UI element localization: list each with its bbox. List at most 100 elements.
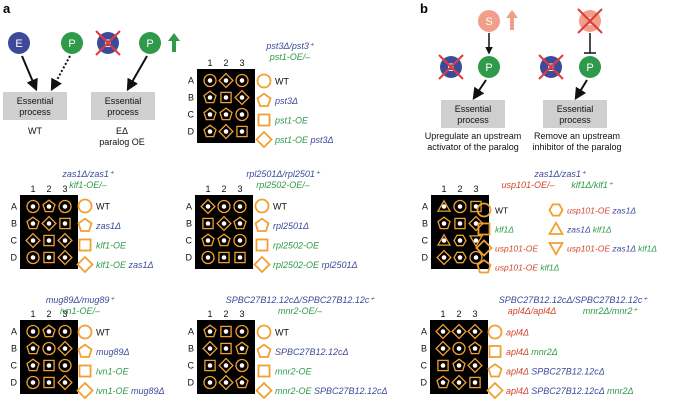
colony	[62, 329, 68, 334]
plate-row-label: C	[188, 110, 195, 120]
circle-marker	[233, 233, 247, 248]
colony	[456, 346, 462, 351]
square-marker	[477, 222, 491, 236]
caption-1: Remove an upstream	[534, 131, 620, 141]
essential-process-box	[441, 100, 505, 128]
panel-subtitle-apl4-a: apl4Δ/apl4Δ	[508, 306, 557, 316]
colony	[441, 255, 447, 260]
plate-col-label: 3	[62, 184, 67, 194]
square-marker	[255, 238, 269, 252]
colony	[223, 363, 229, 368]
colony	[207, 78, 213, 83]
plate-col-label: 3	[237, 184, 242, 194]
circle-marker	[42, 341, 56, 356]
circle-marker	[26, 324, 40, 339]
up-arrow-icon	[506, 10, 518, 30]
triangle-marker	[547, 221, 565, 235]
square-marker	[220, 325, 232, 338]
colony	[440, 346, 446, 351]
diamond-marker	[467, 357, 483, 374]
box-line-1: Essential	[17, 96, 54, 106]
circle-marker	[469, 250, 483, 265]
colony	[456, 329, 462, 334]
colony	[46, 255, 52, 260]
circle-marker	[476, 202, 492, 218]
plate-row-label: B	[11, 219, 17, 229]
box-line-2: process	[19, 107, 51, 117]
plate-row-label: D	[421, 378, 428, 388]
colony	[62, 380, 68, 385]
colony	[46, 204, 52, 209]
pentagon-marker	[26, 216, 40, 230]
colony	[207, 346, 213, 351]
plate-col-label: 1	[207, 58, 212, 68]
diamond-marker	[451, 323, 467, 340]
diamond-marker	[202, 340, 218, 357]
paralog-node	[478, 56, 500, 78]
caption-2: inhibitor of the paralog	[532, 142, 621, 152]
box-line-2: process	[107, 107, 139, 117]
colony	[456, 363, 462, 368]
essential-process-box	[3, 92, 67, 120]
circle-marker	[58, 358, 72, 373]
colony	[440, 329, 446, 334]
schematic-upstream-inhibitor: S E P Essential process Remove an upstre…	[532, 8, 622, 152]
hexagon-marker	[548, 203, 564, 217]
colony	[223, 329, 229, 334]
pentagon-marker	[254, 217, 270, 232]
plate-row-label: A	[11, 202, 17, 212]
plate-row-label: A	[188, 327, 194, 337]
plate-col-label: 2	[221, 184, 226, 194]
square-marker	[488, 345, 502, 358]
panel-title-rpl2501: rpl2501Δ/rpl2501⁺	[246, 169, 321, 179]
colony	[441, 204, 447, 209]
plate-row-label: D	[186, 253, 193, 263]
colony	[30, 204, 36, 209]
cross-icon	[95, 30, 121, 56]
legend-label: mnr2-OE SPBC27B12.12cΔ	[275, 386, 388, 396]
colony	[207, 380, 213, 385]
solid-arrow	[21, 55, 38, 92]
legend-label: pst1-OE pst3Δ	[274, 135, 334, 145]
legend-label: WT	[96, 202, 110, 212]
legend-label: apl4Δ SPBC27B12.12cΔ mnr2Δ	[506, 386, 634, 396]
panel-subtitle-spbc: mnr2-OE/–	[278, 306, 323, 316]
legend-label: usp101-OE klf1Δ	[495, 263, 560, 273]
pentagon-marker	[203, 90, 217, 104]
colony	[441, 238, 447, 243]
diamond-marker	[57, 232, 73, 249]
diamond-marker	[41, 215, 57, 232]
colony	[223, 380, 229, 385]
circle-marker	[26, 375, 40, 390]
colony	[207, 329, 213, 334]
pentagon-marker	[256, 343, 272, 358]
square-marker	[220, 91, 232, 104]
legend-label: rpl2502-OE rpl2501Δ	[273, 260, 358, 270]
square-marker	[470, 200, 482, 213]
colony	[456, 380, 462, 385]
colony	[440, 363, 446, 368]
colony	[62, 221, 68, 226]
legend-label: usp101-OE	[495, 244, 538, 254]
square-marker	[59, 217, 71, 230]
pentagon-marker	[452, 358, 466, 372]
essential-process-box	[91, 92, 155, 120]
circle-marker	[254, 198, 270, 214]
plate-row-label: C	[422, 236, 429, 246]
circle-marker	[203, 375, 217, 390]
pentagon-marker	[203, 107, 217, 121]
diamond-marker	[435, 340, 451, 357]
paralog-node	[139, 32, 161, 54]
colony	[221, 221, 227, 226]
plate-col-label: 2	[46, 309, 51, 319]
dotted-arrow	[50, 55, 71, 92]
essential-node	[8, 32, 30, 54]
panel-subtitle-mug89: ivn1-OE/–	[60, 306, 101, 316]
square-marker	[257, 113, 271, 127]
colony	[440, 380, 446, 385]
plate-row-label: C	[421, 361, 428, 371]
square-marker	[218, 251, 230, 264]
